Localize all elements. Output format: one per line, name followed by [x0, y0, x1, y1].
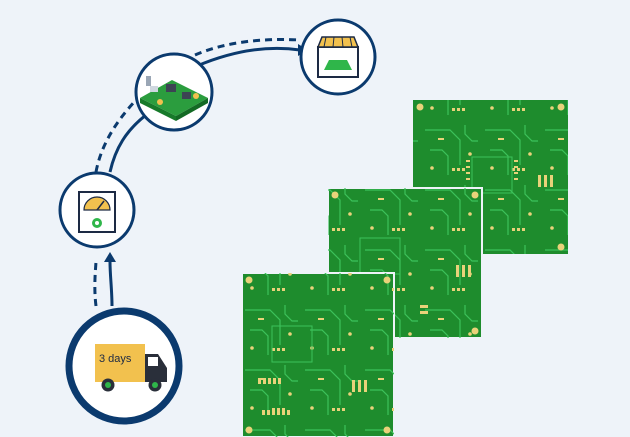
storefront-icon — [316, 36, 360, 78]
pcb-board-back — [413, 100, 568, 254]
step-assembly — [134, 52, 214, 132]
flow-arrows — [93, 38, 301, 307]
step-store — [299, 18, 377, 96]
pcb-board-front — [241, 272, 395, 437]
step-shipping: 3 days — [65, 307, 183, 425]
truck-label: 3 days — [99, 353, 132, 365]
delivery-truck-icon: 3 days — [95, 344, 167, 392]
assembled-board-icon — [140, 76, 208, 121]
gauge-meter-icon — [78, 191, 116, 233]
step-testing — [58, 171, 136, 249]
